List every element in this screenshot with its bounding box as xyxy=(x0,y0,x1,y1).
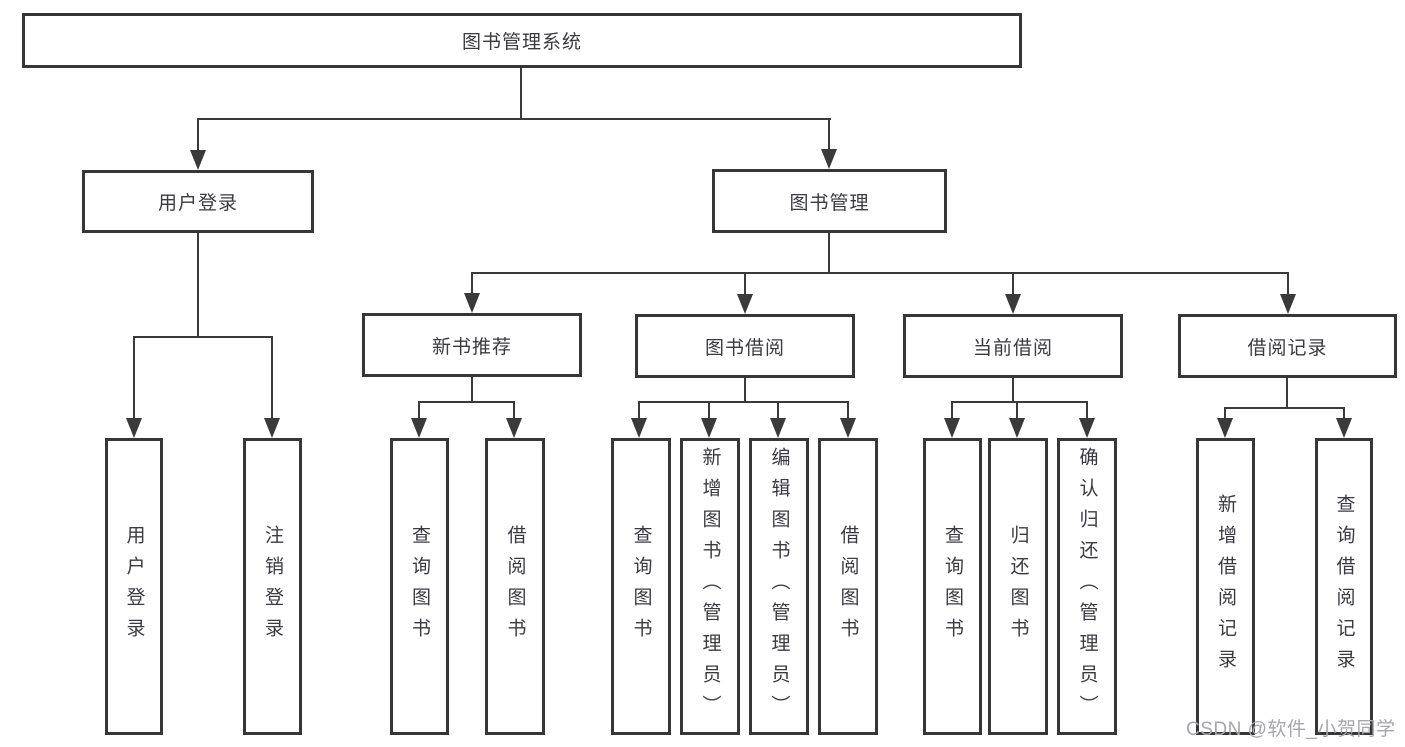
node-leaf-borrow-book-1: 借阅图书 xyxy=(485,438,545,735)
connector-line xyxy=(197,118,199,150)
connector-line xyxy=(471,272,473,294)
node-leaf-confirm-return: 确认归还（管理员） xyxy=(1057,438,1117,735)
node-leaf-query-book-3: 查询图书 xyxy=(923,438,982,735)
arrow-down-icon xyxy=(264,418,280,438)
connector-line xyxy=(197,233,199,338)
arrow-down-icon xyxy=(411,418,427,438)
node-leaf-query-borrow-record: 查询借阅记录 xyxy=(1315,438,1373,735)
node-label: 编辑图书（管理员） xyxy=(768,447,790,726)
arrow-down-icon xyxy=(821,149,837,169)
connector-line xyxy=(513,401,515,418)
connector-line xyxy=(1012,272,1014,294)
connector-line xyxy=(1287,272,1289,294)
node-label: 借阅记录 xyxy=(1247,337,1328,359)
arrow-down-icon xyxy=(1005,294,1021,314)
node-new-book-recommend: 新书推荐 xyxy=(362,313,582,377)
arrow-down-icon xyxy=(1009,418,1025,438)
node-leaf-add-book: 新增图书（管理员） xyxy=(680,438,740,735)
node-leaf-user-login: 用户登录 xyxy=(105,438,163,735)
connector-line xyxy=(708,401,710,418)
arrow-down-icon xyxy=(506,418,522,438)
node-leaf-return-book: 归还图书 xyxy=(988,438,1048,735)
connector-line xyxy=(1224,407,1226,418)
connector-line xyxy=(133,336,135,418)
connector-line xyxy=(418,401,515,403)
arrow-down-icon xyxy=(631,418,647,438)
connector-line xyxy=(847,401,849,418)
node-book-borrow: 图书借阅 xyxy=(635,314,855,378)
node-label: 确认归还（管理员） xyxy=(1076,447,1098,726)
node-leaf-query-book-2: 查询图书 xyxy=(611,438,671,735)
connector-line xyxy=(471,377,473,403)
connector-line xyxy=(471,272,1289,274)
node-label: 图书管理 xyxy=(789,192,870,214)
node-label: 借阅图书 xyxy=(504,524,526,649)
node-borrow-records: 借阅记录 xyxy=(1178,314,1397,378)
node-leaf-logout: 注销登录 xyxy=(243,438,302,735)
node-label: 借阅图书 xyxy=(837,524,859,649)
connector-line xyxy=(744,272,746,294)
connector-line xyxy=(1286,378,1288,409)
connector-line xyxy=(951,401,1088,403)
node-leaf-query-book-1: 查询图书 xyxy=(390,438,449,735)
node-label: 归还图书 xyxy=(1007,524,1029,649)
arrow-down-icon xyxy=(190,150,206,170)
watermark: CSDN @软件_小贺同学 xyxy=(1186,719,1396,740)
arrow-down-icon xyxy=(1280,294,1296,314)
node-label: 图书借阅 xyxy=(704,337,785,359)
connector-line xyxy=(828,118,830,150)
node-label: 用户登录 xyxy=(123,524,145,649)
arrow-down-icon xyxy=(1217,418,1233,438)
connector-line xyxy=(744,378,746,403)
connector-line xyxy=(638,401,849,403)
node-label: 新增借阅记录 xyxy=(1215,493,1236,680)
arrow-down-icon xyxy=(464,293,480,313)
node-label: 图书管理系统 xyxy=(461,32,582,53)
node-root: 图书管理系统 xyxy=(22,13,1022,68)
connector-line xyxy=(1224,407,1345,409)
node-leaf-edit-book: 编辑图书（管理员） xyxy=(749,438,809,735)
connector-line xyxy=(520,68,522,120)
node-label: 查询图书 xyxy=(409,524,430,649)
node-current-borrow: 当前借阅 xyxy=(903,314,1123,378)
connector-line xyxy=(1016,401,1018,418)
node-label: 查询图书 xyxy=(630,524,652,649)
node-label: 查询借阅记录 xyxy=(1333,493,1355,680)
node-label: 新书推荐 xyxy=(431,336,512,358)
node-leaf-borrow-book-2: 借阅图书 xyxy=(818,438,878,735)
arrow-down-icon xyxy=(126,418,142,438)
arrow-down-icon xyxy=(1336,418,1352,438)
connector-line xyxy=(133,336,273,338)
connector-line xyxy=(951,401,953,418)
node-user-login: 用户登录 xyxy=(82,170,314,233)
node-label: 当前借阅 xyxy=(972,337,1053,359)
connector-line xyxy=(638,401,640,418)
connector-line xyxy=(197,118,831,120)
connector-line xyxy=(777,401,779,418)
connector-line xyxy=(1012,378,1014,403)
arrow-down-icon xyxy=(1079,418,1095,438)
connector-line xyxy=(828,233,830,274)
node-label: 注销登录 xyxy=(262,524,283,649)
arrow-down-icon xyxy=(840,418,856,438)
connector-line xyxy=(1086,401,1088,418)
connector-line xyxy=(1343,407,1345,418)
arrow-down-icon xyxy=(770,418,786,438)
node-label: 用户登录 xyxy=(157,193,238,214)
node-label: 查询图书 xyxy=(942,524,963,649)
node-book-management: 图书管理 xyxy=(712,169,947,233)
node-label: 新增图书（管理员） xyxy=(699,447,721,726)
arrow-down-icon xyxy=(737,294,753,314)
connector-line xyxy=(271,336,273,418)
arrow-down-icon xyxy=(701,418,717,438)
connector-line xyxy=(418,401,420,418)
node-leaf-add-borrow-record: 新增借阅记录 xyxy=(1196,438,1255,735)
arrow-down-icon xyxy=(944,418,960,438)
